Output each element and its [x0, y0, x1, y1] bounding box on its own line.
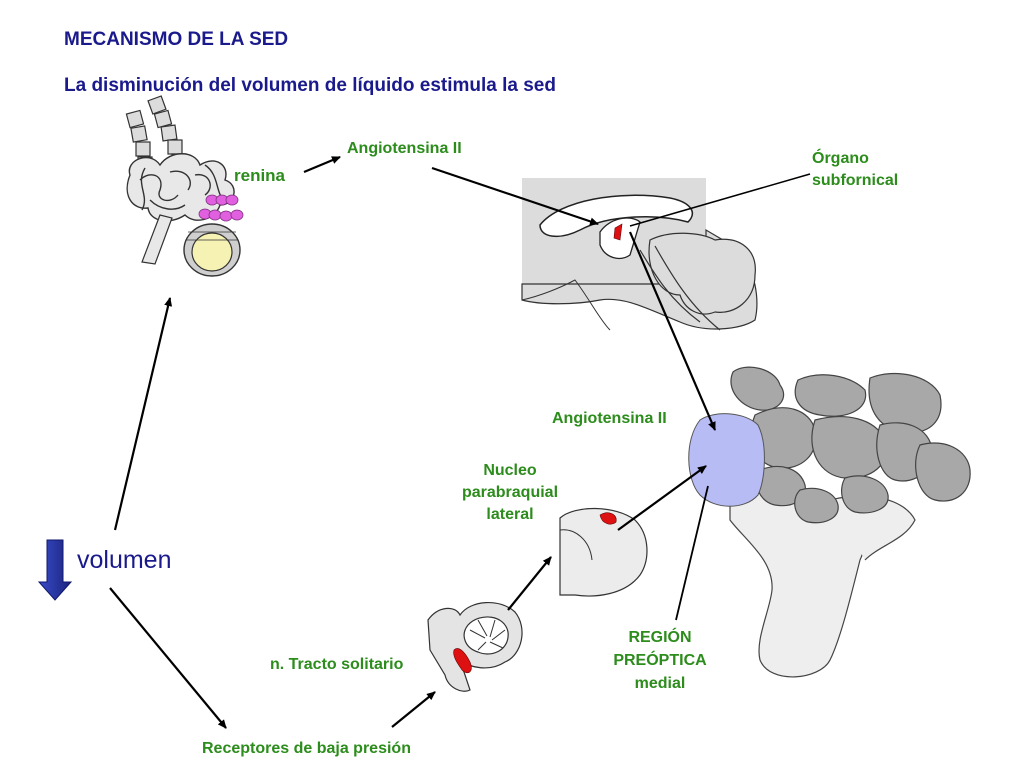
nts-highlight — [453, 648, 472, 674]
brainstem-nts-slice — [427, 601, 523, 692]
subfornical-organ-highlight — [613, 223, 623, 241]
label-volumen: volumen — [77, 546, 172, 574]
down-arrow-icon — [37, 539, 73, 601]
arrow-nts-to-parabrachial — [507, 556, 552, 611]
label-nucleo-line2: parabraquial — [461, 484, 559, 501]
label-nucleo-line3: lateral — [486, 506, 534, 523]
label-region-preoptica: REGIÓN PREÓPTICA medial — [590, 626, 730, 695]
hypothalamus-illustration — [688, 366, 971, 678]
arrow-parabrachial-to-preoptic — [617, 465, 707, 531]
label-region-line3: medial — [634, 675, 686, 692]
parabrachial-nucleus-highlight — [599, 512, 617, 525]
arrow-volumen-to-receptores — [109, 587, 227, 729]
leader-region-preoptica — [675, 485, 709, 621]
page-title: MECANISMO DE LA SED — [64, 29, 289, 50]
label-angiotensina-mid: Angiotensina II — [552, 410, 667, 427]
label-nucleo-parabraquial: Nucleo parabraquial lateral — [440, 460, 580, 526]
page-subtitle: La disminución del volumen de líquido es… — [64, 75, 556, 96]
arrow-renina-to-angiotensina — [303, 155, 341, 174]
label-organo-subfornical: Órgano subfornical — [812, 148, 898, 192]
label-tracto-solitario: n. Tracto solitario — [270, 656, 404, 673]
label-region-line2: PREÓPTICA — [613, 652, 707, 669]
label-organo-line2: subfornical — [812, 172, 899, 189]
arrow-sfo-to-preoptic — [628, 231, 717, 431]
pathway-arrows — [109, 155, 811, 729]
leader-organo-subfornical — [629, 173, 811, 227]
label-region-line1: REGIÓN — [628, 629, 692, 646]
nephron-illustration — [125, 95, 244, 277]
label-angiotensina-top: Angiotensina II — [347, 140, 462, 157]
label-organo-line1: Órgano — [812, 150, 869, 167]
arrow-receptores-to-nts — [391, 691, 436, 728]
label-receptores: Receptores de baja presión — [202, 740, 411, 757]
brain-sagittal-section — [521, 178, 758, 331]
parabrachial-slice — [559, 507, 648, 597]
preoptic-region-highlight — [688, 413, 765, 507]
arrow-volumen-to-kidney — [113, 297, 173, 531]
label-renina: renina — [234, 166, 286, 185]
label-nucleo-line1: Nucleo — [483, 462, 537, 479]
arrow-angiotensina-to-sfo — [431, 166, 599, 226]
